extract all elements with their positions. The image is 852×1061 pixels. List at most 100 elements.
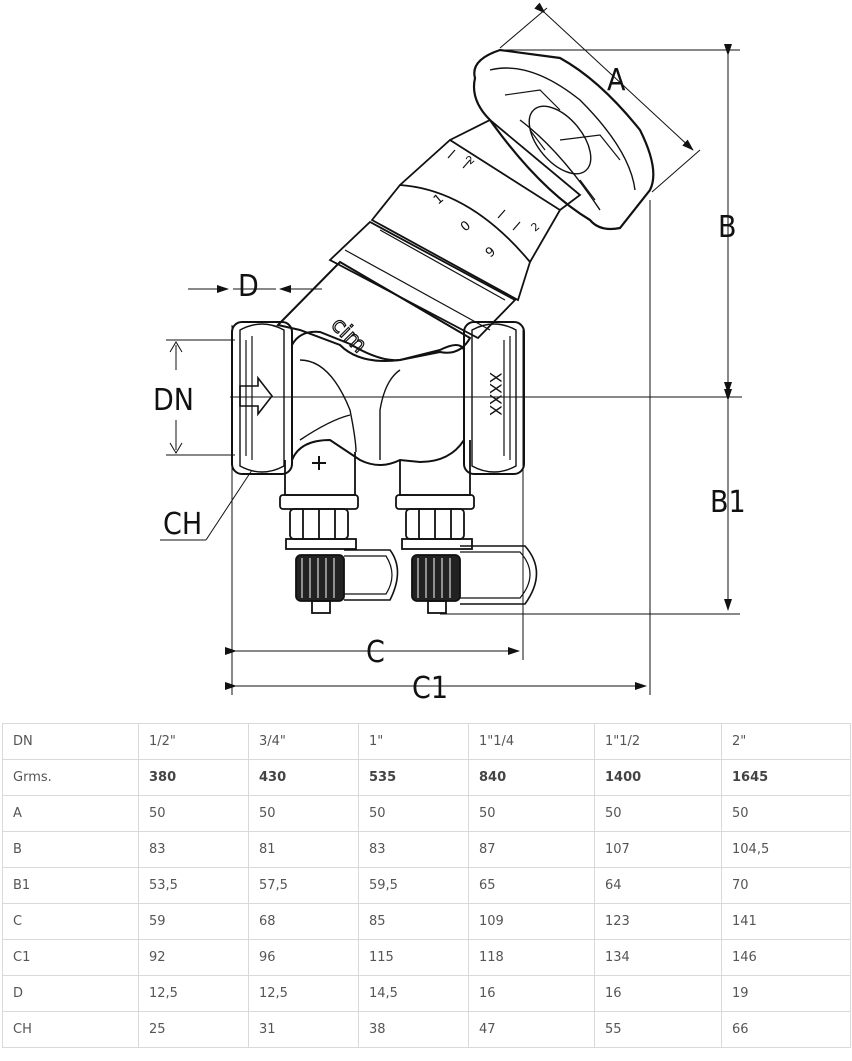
table-cell: 104,5 — [721, 831, 851, 868]
table-cell: 118 — [468, 939, 595, 976]
table-cell: 12,5 — [248, 975, 359, 1012]
label-c1: C1 — [412, 671, 448, 706]
row-label: CH — [2, 1011, 139, 1048]
row-label: D — [2, 975, 139, 1012]
table-cell: 134 — [594, 939, 722, 976]
dimension-a — [499, 2, 701, 193]
table-cell: 16 — [594, 975, 722, 1012]
table-cell: 55 — [594, 1011, 722, 1048]
table-cell: 47 — [468, 1011, 595, 1048]
table-cell: 430 — [248, 759, 359, 796]
svg-text:2: 2 — [529, 220, 543, 234]
table-cell: 68 — [248, 903, 359, 940]
row-label: B — [2, 831, 139, 868]
table-cell: 64 — [594, 867, 722, 904]
row-label: C — [2, 903, 139, 940]
label-ch: CH — [163, 507, 202, 542]
table-cell: 65 — [468, 867, 595, 904]
table-cell: 50 — [721, 795, 851, 832]
label-b1: B1 — [710, 485, 746, 520]
table-cell: 50 — [138, 795, 249, 832]
valve-body: XXXX cim — [231, 312, 525, 475]
table-cell: 840 — [468, 759, 595, 796]
table-cell: 92 — [138, 939, 249, 976]
table-cell: 83 — [138, 831, 249, 868]
table-cell: 53,5 — [138, 867, 249, 904]
table-cell: 141 — [721, 903, 851, 940]
table-cell: 57,5 — [248, 867, 359, 904]
dimension-c1 — [225, 200, 651, 695]
label-c: C — [366, 635, 385, 670]
label-d: D — [238, 269, 259, 304]
table-cell: 59 — [138, 903, 249, 940]
table-cell: 3/4" — [248, 723, 359, 760]
table-cell: 16 — [468, 975, 595, 1012]
row-label: A — [2, 795, 139, 832]
svg-text:XXXX: XXXX — [486, 372, 505, 416]
table-cell: 2" — [721, 723, 851, 760]
label-dn: DN — [153, 383, 194, 418]
table-cell: 96 — [248, 939, 359, 976]
table-cell: 107 — [594, 831, 722, 868]
row-label: B1 — [2, 867, 139, 904]
handwheel — [472, 48, 655, 231]
table-cell: 85 — [358, 903, 469, 940]
row-label: Grms. — [2, 759, 139, 796]
table-cell: 1645 — [721, 759, 851, 796]
table-cell: 38 — [358, 1011, 469, 1048]
svg-text:1: 1 — [431, 191, 447, 208]
table-cell: 380 — [138, 759, 249, 796]
row-label: DN — [2, 723, 139, 760]
valve-technical-drawing: XXXX cim 1 0 9 2 2 — [153, 2, 746, 706]
table-cell: 115 — [358, 939, 469, 976]
row-label: C1 — [2, 939, 139, 976]
dimension-b — [505, 44, 740, 394]
table-cell: 81 — [248, 831, 359, 868]
table-cell: 50 — [358, 795, 469, 832]
label-b: B — [718, 210, 737, 245]
test-point-right — [395, 440, 538, 614]
table-cell: 59,5 — [358, 867, 469, 904]
valve-bonnet: 1 0 9 2 2 — [276, 118, 582, 362]
table-cell: 1" — [358, 723, 469, 760]
table-cell: 50 — [248, 795, 359, 832]
ch-leader — [205, 469, 253, 541]
test-point-left — [279, 452, 399, 614]
table-cell: 109 — [468, 903, 595, 940]
table-cell: 535 — [358, 759, 469, 796]
svg-text:0: 0 — [458, 218, 474, 235]
svg-text:9: 9 — [483, 244, 499, 261]
table-cell: 70 — [721, 867, 851, 904]
table-cell: 25 — [138, 1011, 249, 1048]
table-cell: 66 — [721, 1011, 851, 1048]
table-cell: 50 — [468, 795, 595, 832]
table-cell: 146 — [721, 939, 851, 976]
dimension-dn — [166, 339, 235, 456]
table-cell: 1400 — [594, 759, 722, 796]
table-cell: 19 — [721, 975, 851, 1012]
table-cell: 1"1/2 — [594, 723, 722, 760]
table-cell: 87 — [468, 831, 595, 868]
table-cell: 31 — [248, 1011, 359, 1048]
label-a: A — [607, 63, 626, 98]
table-cell: 83 — [358, 831, 469, 868]
table-cell: 50 — [594, 795, 722, 832]
table-cell: 123 — [594, 903, 722, 940]
table-cell: 14,5 — [358, 975, 469, 1012]
dimension-b1 — [440, 389, 740, 615]
table-cell: 1"1/4 — [468, 723, 595, 760]
table-cell: 1/2" — [138, 723, 249, 760]
table-cell: 12,5 — [138, 975, 249, 1012]
